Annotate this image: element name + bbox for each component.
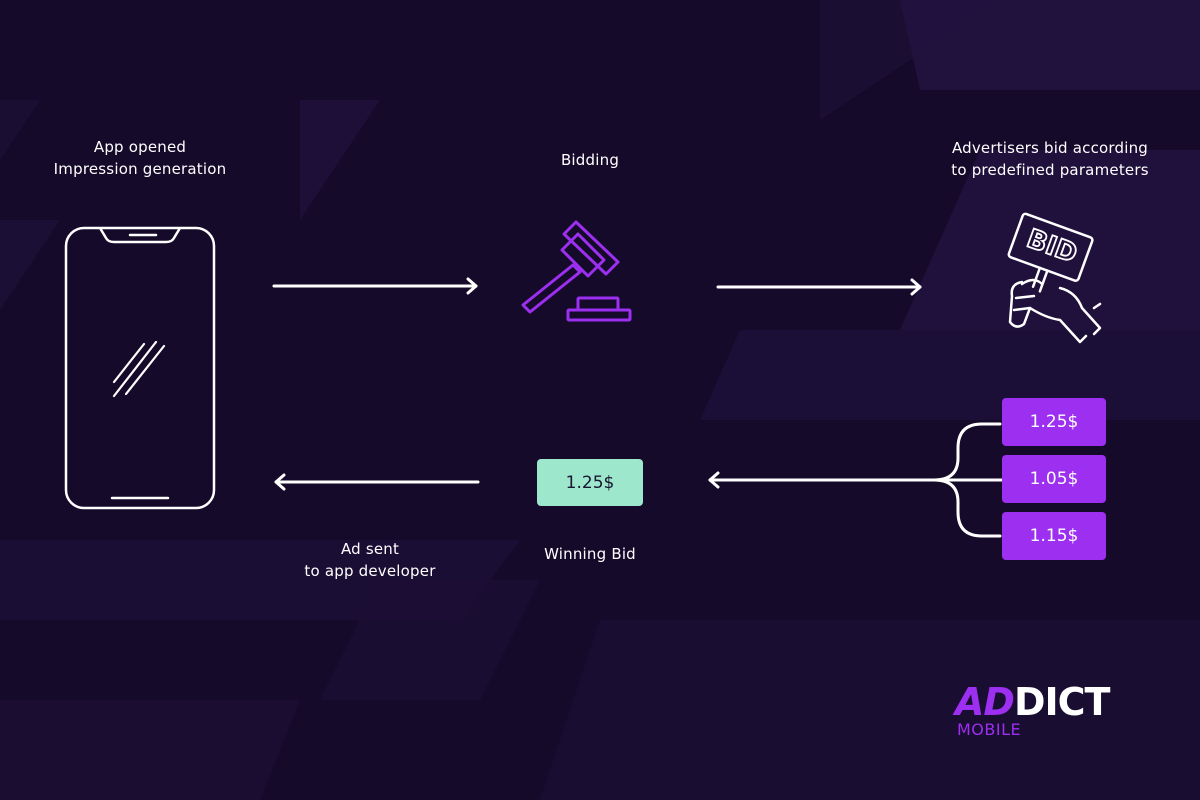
bidding-label: Bidding <box>560 151 620 169</box>
bids-branch-lines <box>708 422 1004 538</box>
arrow-to-bidding <box>272 277 478 295</box>
logo-main-text: DICT <box>1013 680 1110 724</box>
logo-subtitle: MOBILE <box>957 720 1022 739</box>
bid-chip: 1.25$ <box>1002 398 1106 446</box>
winning-bid-chip: 1.25$ <box>537 459 643 506</box>
bid-value: 1.25$ <box>1029 412 1079 432</box>
winning-bid-label: Winning Bid <box>544 545 636 563</box>
arrow-to-app <box>274 473 480 491</box>
bid-value: 1.05$ <box>1029 469 1079 489</box>
app-opened-label: App opened Impression generation <box>53 138 227 178</box>
ad-sent-label: Ad sent to app developer <box>304 540 436 580</box>
bid-value: 1.15$ <box>1029 526 1079 546</box>
gavel-icon <box>521 220 632 322</box>
winning-bid-value: 1.25$ <box>565 472 615 493</box>
smartphone-icon <box>64 226 216 510</box>
bid-sign-icon: BID <box>1007 212 1102 344</box>
advertisers-label: Advertisers bid according to predefined … <box>951 139 1149 179</box>
bid-chip: 1.05$ <box>1002 455 1106 503</box>
arrow-to-advertisers <box>716 278 922 296</box>
addict-logo: ADDICT <box>955 680 1110 724</box>
logo-accent-text: AD <box>955 680 1015 724</box>
bid-chip: 1.15$ <box>1002 512 1106 560</box>
